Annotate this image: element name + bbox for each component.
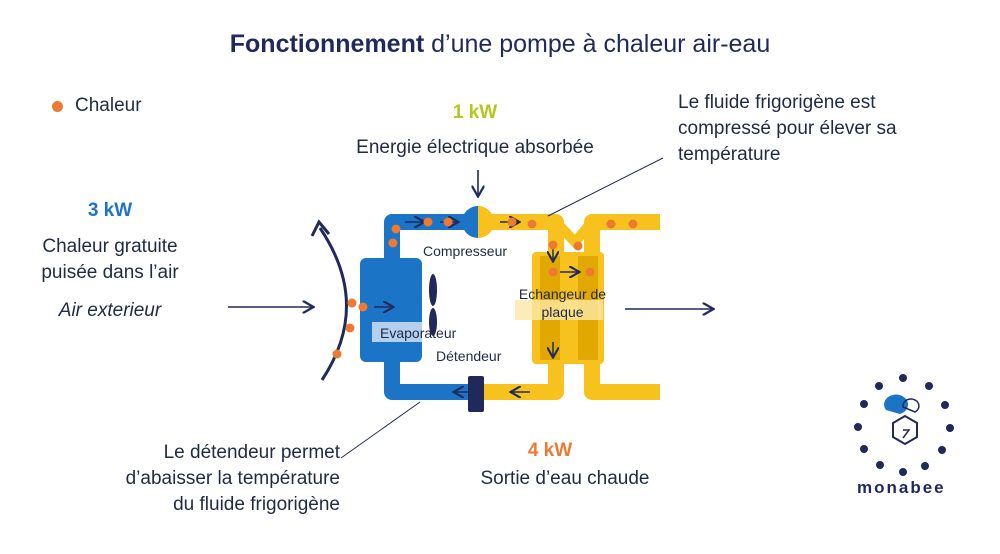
air-flow-arc xyxy=(318,227,348,381)
air-sub: Air exterieur xyxy=(58,300,162,321)
compressor-leader xyxy=(547,157,664,217)
electric-label: Energie électrique absorbée xyxy=(356,137,594,158)
hot-water-label: Sortie d’eau chaude xyxy=(480,468,650,489)
hot-water-value: 4 kW xyxy=(527,440,573,461)
page-title: Fonctionnement d’une pompe à chaleur air… xyxy=(229,30,771,58)
legend-label: Chaleur xyxy=(75,95,142,116)
expansion-valve-icon xyxy=(468,376,484,412)
electric-value: 1 kW xyxy=(452,102,498,123)
air-value: 3 kW xyxy=(87,200,133,221)
compressor-icon xyxy=(462,206,478,238)
exchanger-label: Echangeur de plaque xyxy=(518,286,607,320)
compressor-label: Compresseur xyxy=(423,243,508,259)
legend: Chaleur xyxy=(52,95,142,117)
bee-icon xyxy=(884,394,920,446)
logo-icon xyxy=(854,374,954,476)
compressor-note: Le fluide frigorigène est compressé pour… xyxy=(678,92,897,165)
evaporator-label: Evaporateur xyxy=(380,325,457,341)
expansion-note: Le détendeur permet d’abaisser la tempér… xyxy=(125,442,340,515)
air-label: Chaleur gratuite puisée dans l’air xyxy=(41,236,179,283)
heat-dots xyxy=(332,217,638,359)
expansion-leader xyxy=(340,401,421,459)
fan-icon xyxy=(429,274,437,306)
expansion-valve-label: Détendeur xyxy=(436,348,502,364)
evaporator-block xyxy=(360,258,422,362)
heat-dot-icon xyxy=(52,100,63,112)
logo-text: monabee xyxy=(857,478,946,497)
